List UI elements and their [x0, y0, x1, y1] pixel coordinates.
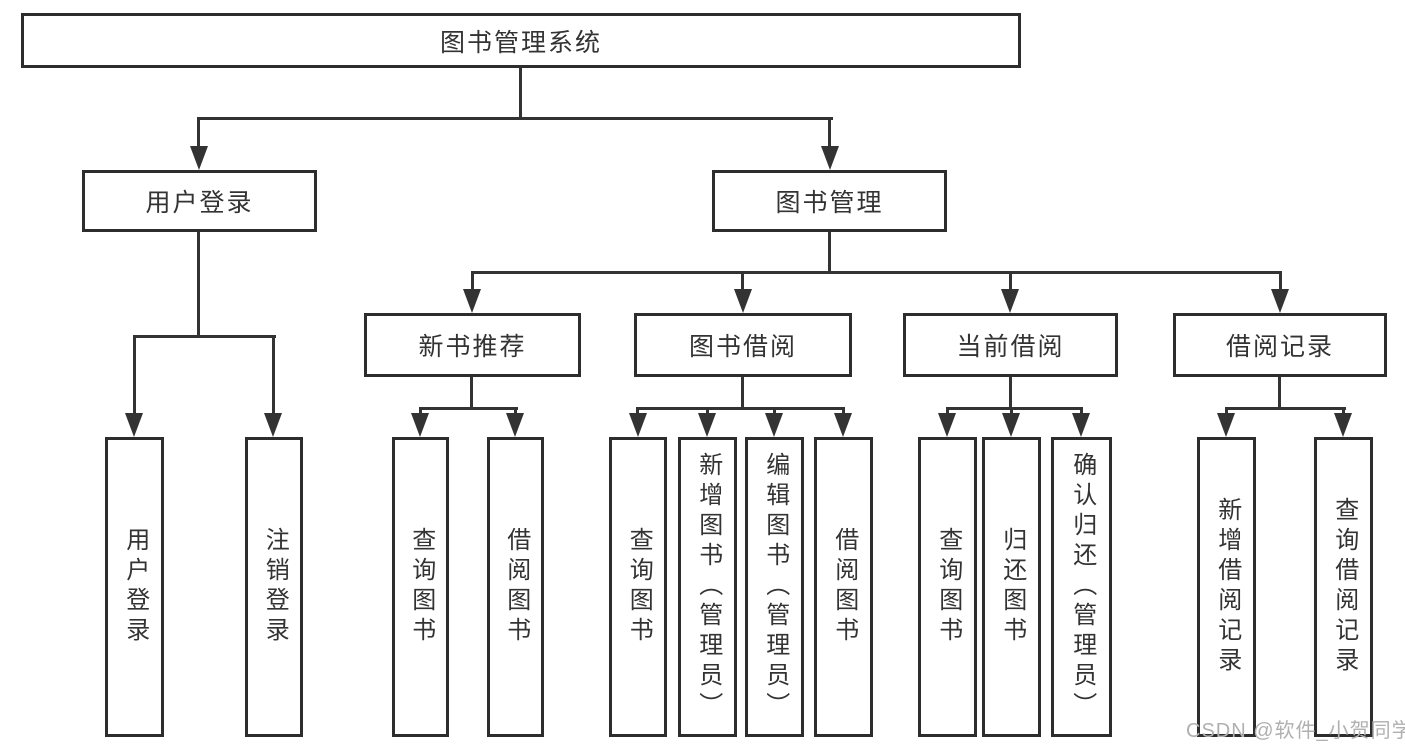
connector-line	[419, 407, 422, 417]
node-label: 图书管理系统	[439, 28, 602, 57]
connector-line	[842, 407, 845, 417]
connector-line	[828, 117, 831, 149]
connector-line	[773, 407, 776, 417]
node-book-borrow: 图书借阅	[634, 313, 852, 377]
node-label: 图书管理	[775, 189, 884, 217]
connector-line	[1225, 407, 1228, 417]
arrow-down-icon	[765, 413, 783, 437]
leaf-label: 归还图书	[998, 527, 1026, 647]
arrow-down-icon	[834, 413, 852, 437]
connector-line	[133, 335, 276, 338]
arrow-down-icon	[1217, 413, 1235, 437]
connector-line	[471, 271, 1282, 274]
connector-line	[946, 407, 1083, 410]
leaf-borrow-query: 查询图书	[609, 437, 667, 737]
node-book-management: 图书管理	[712, 170, 947, 232]
arrow-down-icon	[1072, 413, 1090, 437]
leaf-user-login: 用户登录	[105, 437, 164, 737]
leaf-borrow-edit-admin: 编辑图书（管理员）	[745, 437, 804, 737]
arrow-down-icon	[463, 289, 481, 313]
connector-line	[197, 117, 200, 149]
connector-line	[197, 117, 833, 120]
connector-line	[1342, 407, 1345, 417]
arrow-down-icon	[411, 413, 429, 437]
leaf-label: 借阅图书	[502, 527, 530, 647]
connector-line	[1009, 377, 1012, 410]
arrow-down-icon	[1001, 289, 1019, 313]
leaf-record-add: 新增借阅记录	[1197, 437, 1256, 737]
leaf-label: 借阅图书	[830, 527, 858, 647]
connector-line	[471, 271, 474, 291]
connector-line	[470, 377, 473, 410]
leaf-logout: 注销登录	[245, 437, 303, 737]
leaf-confirm-return-admin: 确认归还（管理员）	[1051, 437, 1112, 737]
connector-line	[741, 377, 744, 410]
arrow-down-icon	[264, 413, 282, 437]
leaf-label: 新增借阅记录	[1213, 497, 1241, 677]
connector-line	[519, 68, 522, 120]
connector-line	[1278, 377, 1281, 410]
connector-line	[1225, 407, 1346, 410]
connector-line	[1009, 271, 1012, 291]
node-borrow-record: 借阅记录	[1173, 313, 1387, 377]
node-label: 用户登录	[145, 189, 254, 217]
connector-line	[706, 407, 709, 417]
leaf-label: 编辑图书（管理员）	[761, 452, 789, 722]
arrow-down-icon	[629, 413, 647, 437]
watermark: CSDN @软件_小贺同学	[1186, 720, 1405, 742]
arrow-down-icon	[938, 413, 956, 437]
arrow-down-icon	[1002, 413, 1020, 437]
arrow-down-icon	[506, 413, 524, 437]
connector-line	[828, 232, 831, 274]
leaf-label: 新增图书（管理员）	[694, 452, 722, 722]
node-label: 新书推荐	[418, 333, 527, 361]
leaf-borrow-add-admin: 新增图书（管理员）	[678, 437, 737, 737]
arrow-down-icon	[125, 413, 143, 437]
leaf-newbook-borrow: 借阅图书	[487, 437, 544, 737]
leaf-label: 用户登录	[121, 527, 149, 647]
leaf-label: 确认归还（管理员）	[1068, 452, 1096, 722]
connector-line	[946, 407, 949, 417]
leaf-record-query: 查询借阅记录	[1314, 437, 1373, 737]
connector-line	[1010, 407, 1013, 417]
connector-line	[741, 271, 744, 291]
node-user-login: 用户登录	[82, 170, 317, 232]
connector-line	[197, 232, 200, 338]
arrow-down-icon	[1334, 413, 1352, 437]
leaf-label: 查询图书	[934, 527, 962, 647]
leaf-label: 查询图书	[407, 527, 435, 647]
leaf-newbook-query: 查询图书	[392, 437, 449, 737]
leaf-borrow-book: 借阅图书	[814, 437, 873, 737]
node-label: 借阅记录	[1225, 333, 1334, 361]
connector-line	[636, 407, 639, 417]
leaf-label: 查询图书	[625, 527, 653, 647]
leaf-current-query: 查询图书	[918, 437, 977, 737]
leaf-label: 查询借阅记录	[1330, 497, 1358, 677]
arrow-down-icon	[821, 146, 839, 170]
connector-line	[1279, 271, 1282, 291]
node-root-system: 图书管理系统	[21, 13, 1021, 68]
node-current-borrow: 当前借阅	[903, 313, 1118, 377]
arrow-down-icon	[734, 289, 752, 313]
arrow-down-icon	[1271, 289, 1289, 313]
connector-line	[272, 335, 275, 415]
node-label: 当前借阅	[956, 333, 1065, 361]
leaf-return-book: 归还图书	[982, 437, 1041, 737]
leaf-label: 注销登录	[261, 527, 289, 647]
connector-line	[514, 407, 517, 417]
arrow-down-icon	[190, 146, 208, 170]
node-new-book-recommend: 新书推荐	[364, 313, 581, 377]
connector-line	[636, 407, 845, 410]
arrow-down-icon	[698, 413, 716, 437]
connector-line	[419, 407, 518, 410]
connector-line	[1080, 407, 1083, 417]
node-label: 图书借阅	[688, 333, 797, 361]
connector-line	[133, 335, 136, 415]
